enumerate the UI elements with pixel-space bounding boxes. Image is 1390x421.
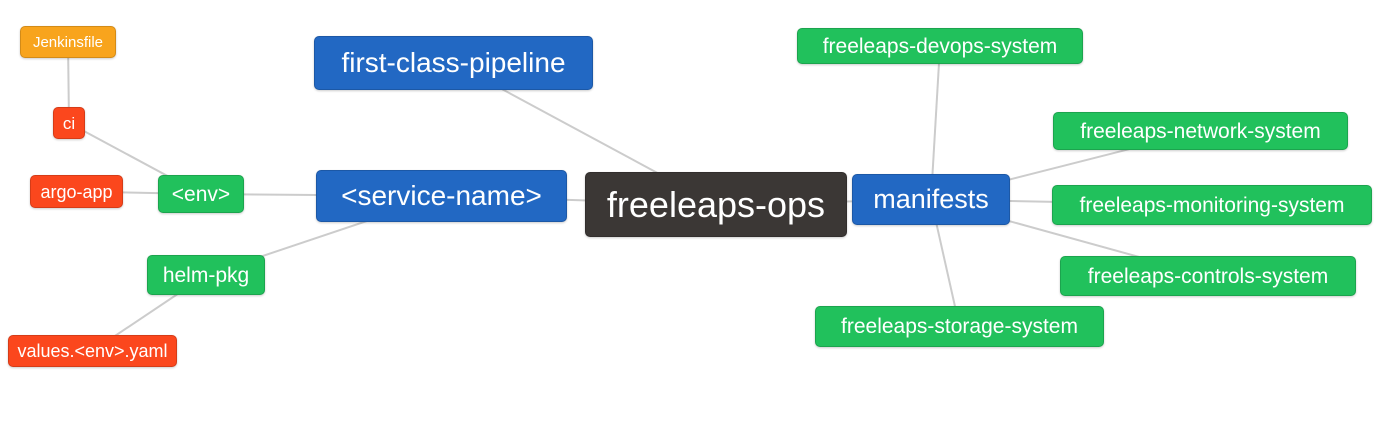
node-helm-pkg[interactable]: helm-pkg — [147, 255, 265, 295]
node-devops-system[interactable]: freeleaps-devops-system — [797, 28, 1083, 64]
node-argo-app[interactable]: argo-app — [30, 175, 123, 208]
node-values-env-yaml[interactable]: values.<env>.yaml — [8, 335, 177, 367]
node-freeleaps-ops[interactable]: freeleaps-ops — [585, 172, 847, 237]
node-manifests[interactable]: manifests — [852, 174, 1010, 225]
node-first-class-pipeline[interactable]: first-class-pipeline — [314, 36, 593, 90]
node-jenkinsfile[interactable]: Jenkinsfile — [20, 26, 116, 58]
node-network-system[interactable]: freeleaps-network-system — [1053, 112, 1348, 150]
node-service-name[interactable]: <service-name> — [316, 170, 567, 222]
node-ci[interactable]: ci — [53, 107, 85, 139]
node-storage-system[interactable]: freeleaps-storage-system — [815, 306, 1104, 347]
node-controls-system[interactable]: freeleaps-controls-system — [1060, 256, 1356, 296]
node-monitoring-system[interactable]: freeleaps-monitoring-system — [1052, 185, 1372, 225]
node-env[interactable]: <env> — [158, 175, 244, 213]
